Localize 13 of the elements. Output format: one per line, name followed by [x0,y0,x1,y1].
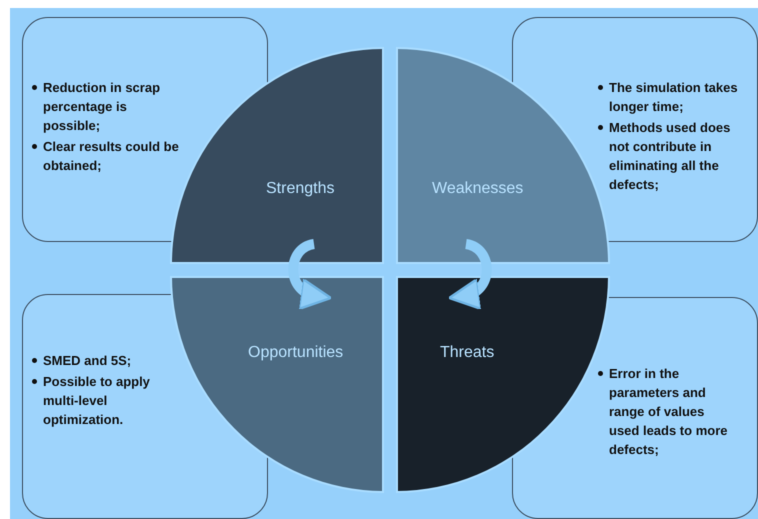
curved-arrow [288,239,332,308]
bullet-text: Methods used does not contribute in eliminating all the defects; [609,120,730,192]
bullet-text: SMED and 5S; [43,353,132,368]
bullet-text: Error in the parameters and range of values used leads to more defects; [609,366,728,457]
quadrant-title: Strengths [266,180,334,198]
bullet-text: Possible to apply multi-level optimization. [43,374,150,427]
quadrant-title: Threats [440,344,494,362]
bullet-text: Clear results could be obtained; [43,139,179,173]
quadrant-title: Opportunities [248,344,344,362]
quadrant-title: Weaknesses [432,180,524,198]
bullet-text: The simulation takes longer time; [609,80,738,114]
curved-arrow [448,239,492,308]
bullet-text: Reduction in scrap percentage is possible; [43,80,160,133]
